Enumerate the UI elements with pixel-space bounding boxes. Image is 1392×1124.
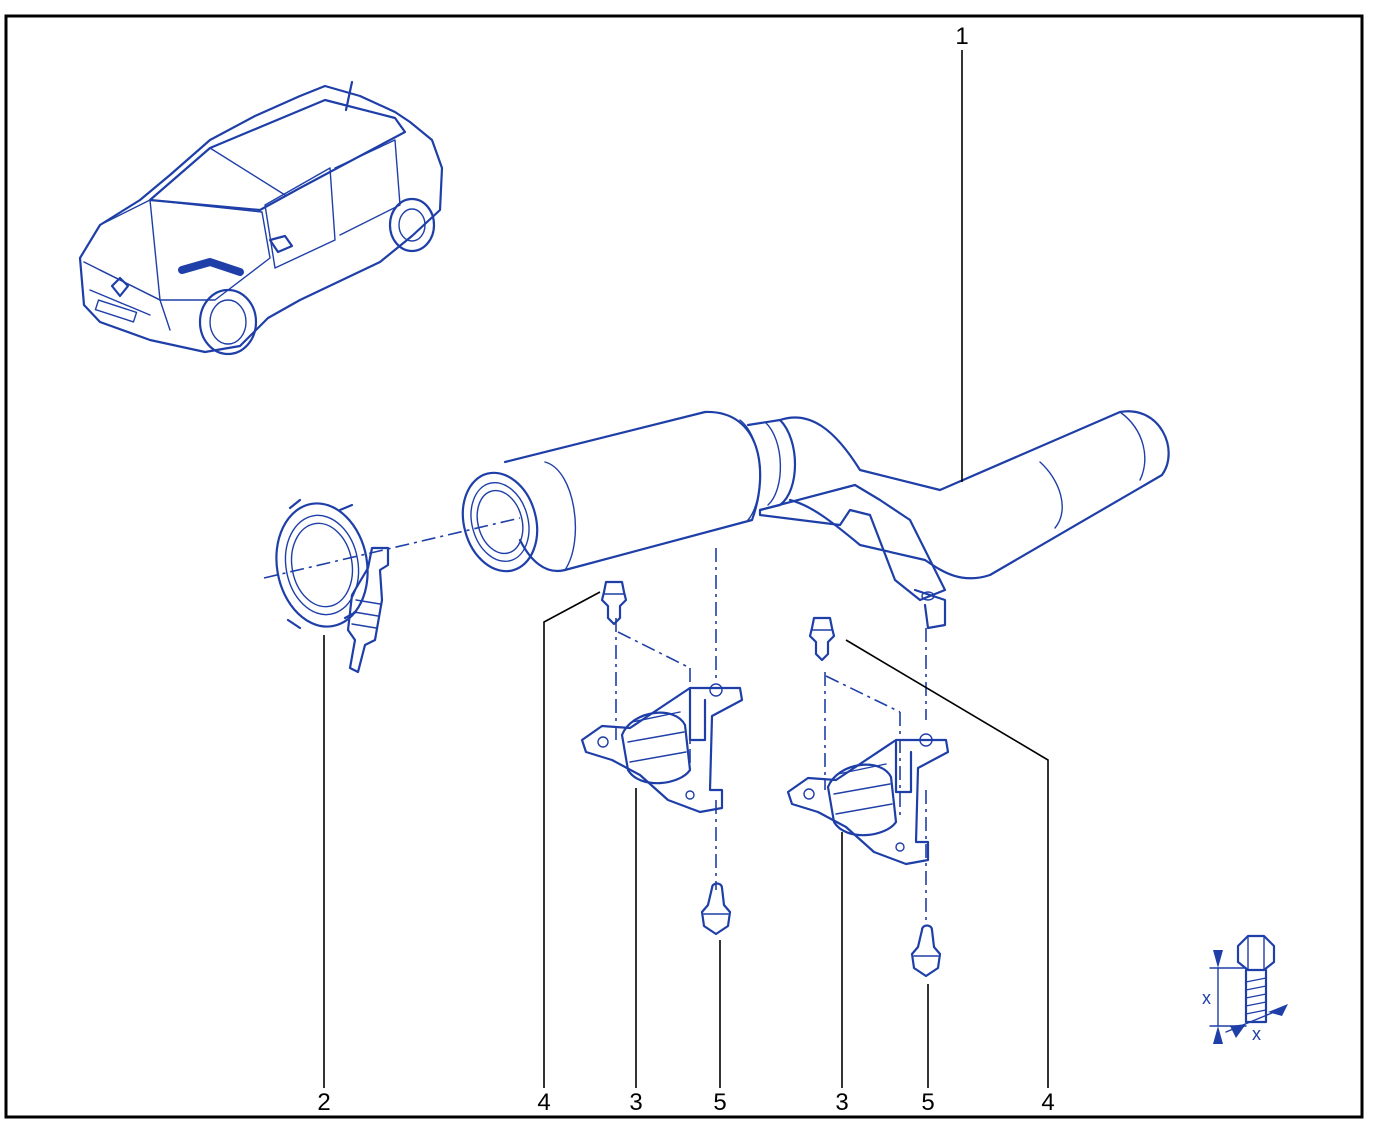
car-location-illustration	[78, 80, 444, 356]
gauge-length-label: x	[1202, 988, 1211, 1008]
bolt-dimension-gauge-icon	[1209, 934, 1288, 1044]
mount-stud-nut-right	[910, 924, 942, 978]
callout-5-left: 5	[713, 1089, 726, 1116]
diagram-border	[4, 14, 1364, 1119]
callout-3-left: 3	[629, 1089, 642, 1116]
mount-stud-nut-left	[700, 882, 732, 936]
callout-4-left: 4	[537, 1089, 550, 1116]
callout-1: 1	[955, 23, 968, 50]
exhaust-clamp-with-sensor	[275, 498, 390, 674]
bracket-bolt-upper-left	[600, 580, 628, 626]
callout-2: 2	[317, 1089, 330, 1116]
exhaust-pipe-with-catalytic-converter	[461, 410, 1170, 630]
bracket-bolt-upper-right	[808, 616, 836, 662]
exhaust-mount-bracket-left	[580, 683, 744, 814]
gauge-diameter-label: x	[1252, 1024, 1261, 1044]
assembly-axis-lines	[263, 517, 927, 925]
callout-5-right: 5	[921, 1089, 934, 1116]
callout-3-right: 3	[835, 1089, 848, 1116]
exhaust-mount-bracket-right	[786, 733, 950, 866]
callout-4-right: 4	[1041, 1089, 1054, 1116]
callout-leader-lines	[323, 50, 1049, 1088]
